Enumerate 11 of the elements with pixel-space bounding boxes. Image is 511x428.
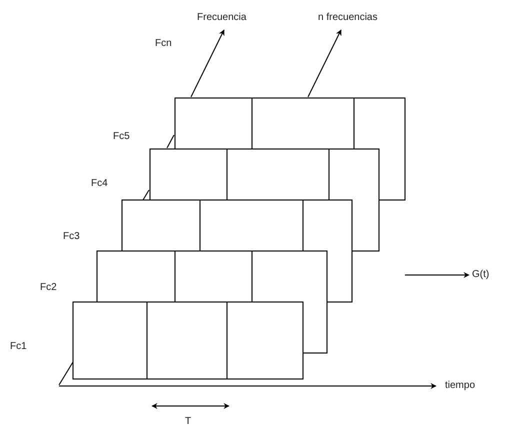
axis-label: Frecuencia: [197, 12, 246, 24]
frequency-label: Fc1: [10, 341, 27, 353]
axis-label: tiempo: [445, 380, 476, 392]
axis-label: n frecuencias: [318, 12, 378, 24]
dimension-label: T: [185, 416, 192, 428]
frequency-label: Fc3: [63, 231, 80, 243]
frequency-label: Fc4: [91, 178, 108, 190]
frequency-label: Fc5: [113, 131, 130, 143]
signal-label: G(t): [472, 269, 490, 281]
frequency-label: Fcn: [155, 38, 172, 50]
frequency-label: Fc2: [40, 282, 57, 294]
